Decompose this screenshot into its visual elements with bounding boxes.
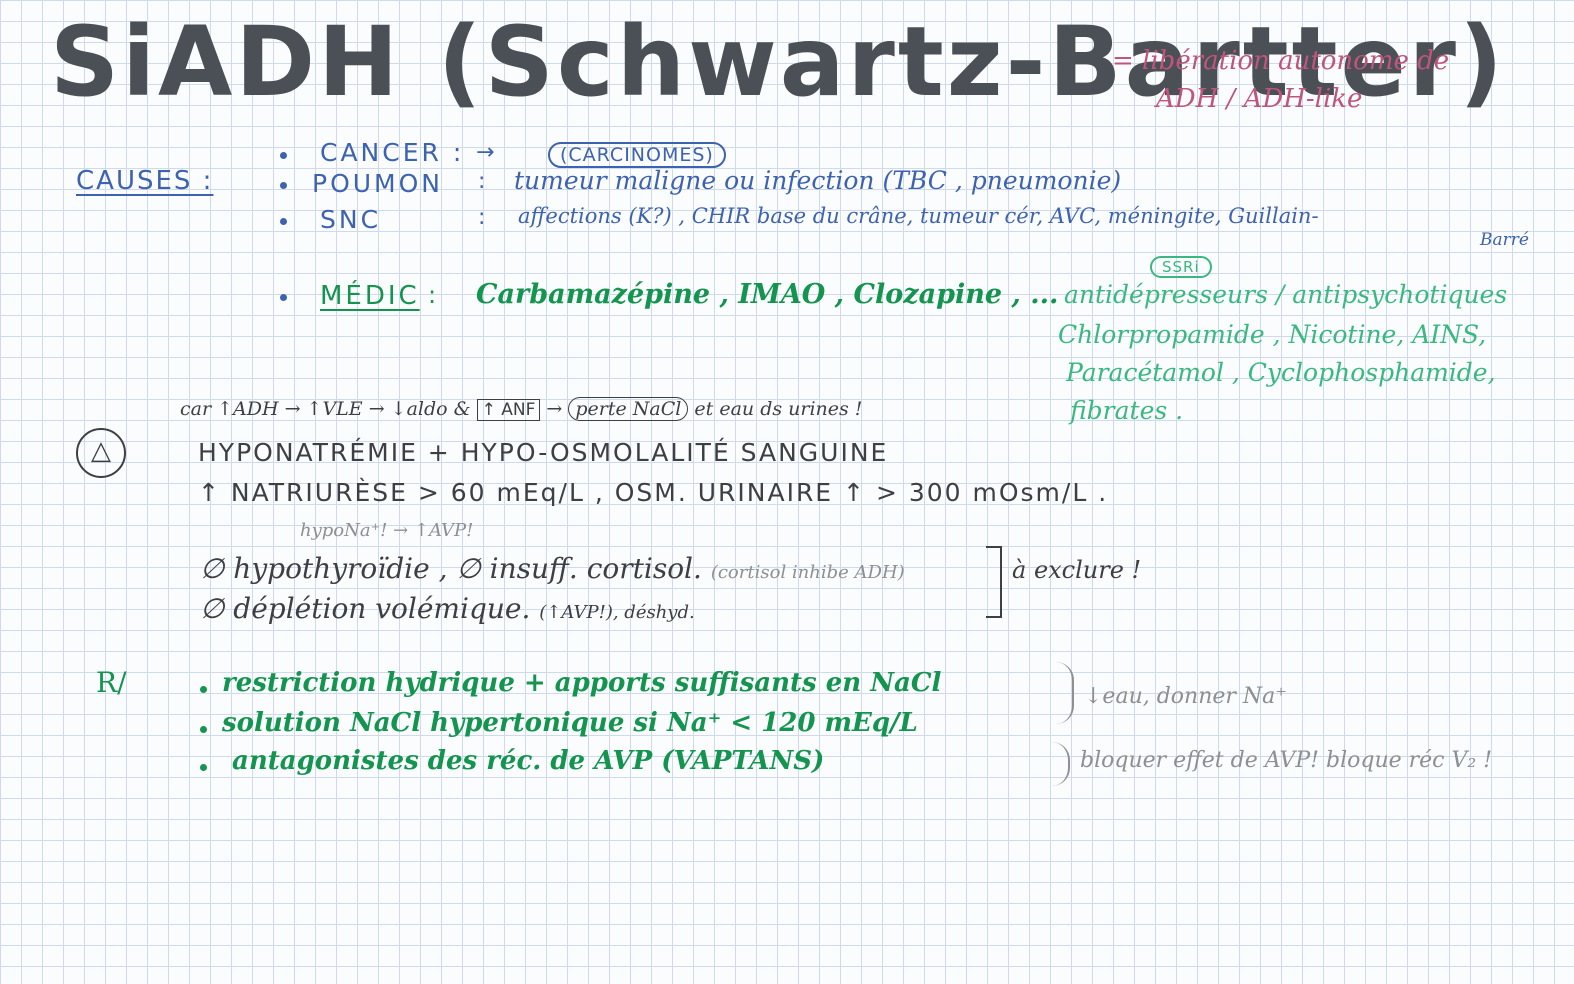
hyponatremia-line: HYPONATRÉMIE + HYPO-OSMOLALITÉ SANGUINE bbox=[198, 438, 889, 467]
mechanism-post: et eau ds urines ! bbox=[694, 398, 863, 420]
medic-side-line2: Chlorpropamide , Nicotine, AINS, bbox=[1058, 320, 1487, 349]
exclusion-line2-main: ∅ déplétion volémique. bbox=[200, 592, 531, 625]
cause-cancer-detail: (CARCINOMES) bbox=[548, 142, 726, 168]
exclusion-line1-main: ∅ hypothyroïdie , ∅ insuff. cortisol. bbox=[200, 552, 702, 585]
bullet-icon bbox=[280, 218, 287, 225]
ssri-note: SSRi bbox=[1150, 256, 1212, 278]
cause-poumon-label: POUMON bbox=[312, 169, 444, 198]
natriuresis-line: ↑ NATRIURÈSE > 60 mEq/L , OSM. URINAIRE … bbox=[198, 478, 1109, 507]
medic-side-line4: fibrates . bbox=[1070, 396, 1184, 425]
page-title: SiADH (Schwartz-Bartter) bbox=[50, 6, 1506, 118]
bullet-icon bbox=[280, 152, 287, 159]
cause-snc-detail-cont: Barré bbox=[1480, 230, 1529, 250]
treatment-item2: solution NaCl hypertonique si Na⁺ < 120 … bbox=[222, 708, 918, 738]
mechanism-anf-box: ↑ ANF bbox=[476, 399, 541, 421]
exclure-note: à exclure ! bbox=[1012, 556, 1142, 584]
paren bbox=[1056, 662, 1074, 724]
exclusion-line1: ∅ hypothyroïdie , ∅ insuff. cortisol. (c… bbox=[200, 552, 905, 585]
medic-side-line1: antidépresseurs / antipsychotiques bbox=[1064, 280, 1508, 309]
cause-medic-label: MÉDIC bbox=[320, 281, 420, 311]
treatment-note2: bloquer effet de AVP! bloque réc V₂ ! bbox=[1080, 748, 1493, 773]
cause-poumon-detail: tumeur maligne ou infection (TBC , pneum… bbox=[514, 166, 1122, 195]
causes-label: CAUSES : bbox=[76, 166, 214, 196]
treatment-item1: restriction hydrique + apports suffisant… bbox=[222, 668, 942, 698]
mechanism-arrow: → bbox=[546, 398, 563, 420]
cause-snc-label: SNC bbox=[320, 205, 382, 234]
treatment-label: R/ bbox=[96, 666, 127, 699]
bullet-icon bbox=[200, 764, 207, 771]
bullet-icon bbox=[280, 182, 287, 189]
title-note-line1: = libération autonome de bbox=[1112, 46, 1450, 76]
cause-snc-detail: affections (K?) , CHIR base du crâne, tu… bbox=[518, 204, 1319, 228]
exclusion-line1-note: (cortisol inhibe ADH) bbox=[710, 562, 905, 583]
exclusion-line2-note: (↑AVP!), déshyd. bbox=[539, 602, 695, 623]
treatment-note1: ↓eau, donner Na⁺ bbox=[1084, 684, 1287, 709]
bullet-icon bbox=[200, 726, 207, 733]
title-note-line2: ADH / ADH-like bbox=[1156, 84, 1363, 114]
cause-poumon-sep: : bbox=[478, 169, 486, 194]
exclusion-line2: ∅ déplétion volémique. (↑AVP!), déshyd. bbox=[200, 592, 695, 625]
cause-snc-sep: : bbox=[478, 205, 486, 230]
bullet-icon bbox=[200, 686, 207, 693]
mechanism-pre: car ↑ADH → ↑VLE → ↓aldo & bbox=[180, 398, 471, 420]
mechanism-nacl-oval: perte NaCl bbox=[568, 397, 689, 421]
hypona-note: hypoNa⁺! → ↑AVP! bbox=[300, 520, 474, 541]
cause-medic-detail: Carbamazépine , IMAO , Clozapine , ... bbox=[476, 279, 1059, 310]
arrow-right-icon: → bbox=[476, 140, 495, 165]
paren bbox=[1052, 742, 1070, 786]
mechanism-note: car ↑ADH → ↑VLE → ↓aldo & ↑ ANF → perte … bbox=[180, 397, 863, 421]
treatment-item3: antagonistes des réc. de AVP (VAPTANS) bbox=[232, 746, 825, 776]
warning-icon: △ bbox=[76, 428, 126, 478]
bracket bbox=[986, 546, 1002, 618]
cause-medic-sep: : bbox=[428, 281, 437, 309]
cause-cancer-label: CANCER : bbox=[320, 138, 465, 167]
medic-side-line3: Paracétamol , Cyclophosphamide, bbox=[1066, 358, 1496, 387]
bullet-icon bbox=[280, 294, 287, 301]
